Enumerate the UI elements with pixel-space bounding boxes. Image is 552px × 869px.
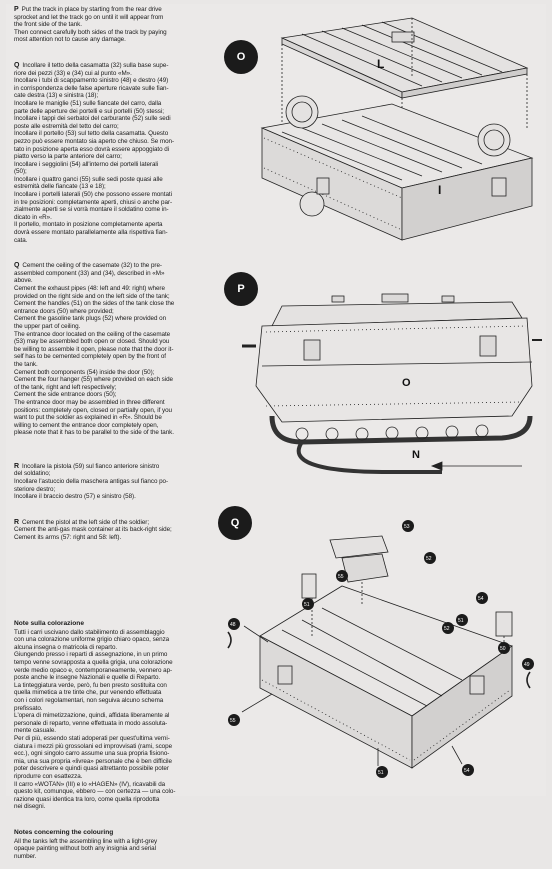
svg-text:55: 55 [230, 718, 236, 724]
label-i: I [438, 183, 441, 197]
diagram-step-p: O N [242, 293, 542, 474]
section-lead-q-it: Q [14, 61, 20, 69]
svg-text:54: 54 [478, 596, 484, 602]
section-lead-r-en: R [14, 518, 20, 526]
diagram-step-q: 53 52 55 51 54 50 49 52 51 48 55 51 54 [227, 520, 534, 778]
colour-notes-heading-en: Notes concerning the colouring [14, 828, 114, 836]
svg-text:53: 53 [404, 524, 410, 530]
section-lead-r-it: R [14, 462, 20, 470]
svg-text:48: 48 [230, 622, 236, 628]
svg-text:52: 52 [426, 556, 432, 562]
colour-notes-italian: Note sulla colorazione Tutti i carri usc… [14, 620, 224, 811]
svg-text:49: 49 [524, 662, 530, 668]
colour-notes-heading-it: Note sulla colorazione [14, 619, 84, 627]
label-n: N [412, 449, 420, 461]
step-q-badge: Q [218, 506, 252, 540]
svg-text:52: 52 [444, 626, 450, 632]
part-callouts: 53 52 55 51 54 50 49 52 51 48 55 51 54 [228, 520, 534, 778]
diagram-step-o: L I [260, 17, 534, 241]
step-p-badge: P [224, 272, 258, 306]
label-l: L [377, 57, 384, 71]
section-lead-p: P [14, 6, 19, 13]
svg-text:54: 54 [464, 768, 470, 774]
colour-notes-english: Notes concerning the colouring All the t… [14, 829, 224, 861]
label-o-small: O [402, 377, 411, 389]
step-o-badge: O [224, 40, 258, 74]
svg-text:51: 51 [378, 770, 384, 776]
svg-text:55: 55 [338, 574, 344, 580]
section-lead-q-en: Q [14, 262, 20, 270]
svg-text:51: 51 [304, 602, 310, 608]
svg-text:50: 50 [500, 646, 506, 652]
svg-text:51: 51 [458, 618, 464, 624]
